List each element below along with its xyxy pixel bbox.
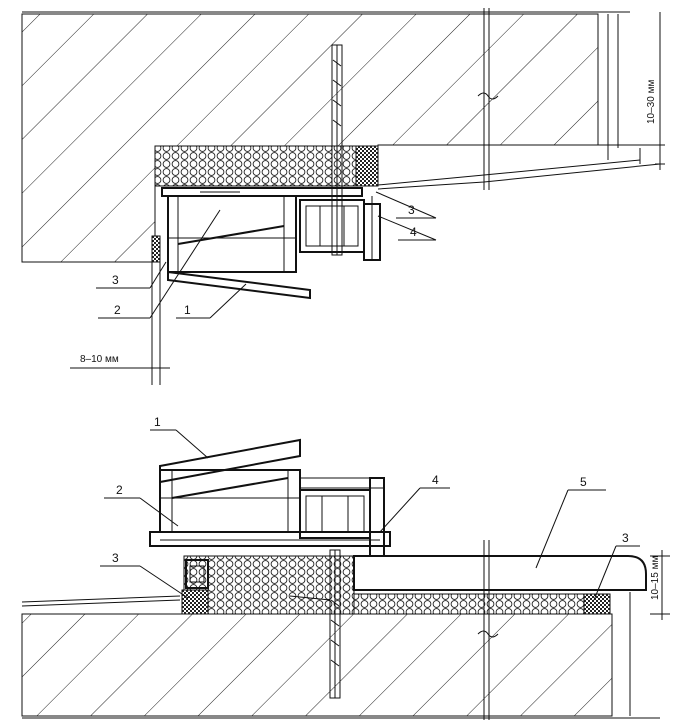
anchor-top [331, 44, 343, 256]
top-label-4: 4 [410, 225, 417, 239]
seal-bottom-left [181, 589, 209, 615]
bottom-label-3-right: 3 [622, 531, 629, 545]
frame-profile-bottom [149, 438, 391, 557]
top-dimension-right: 10–30 мм [646, 80, 657, 124]
seal-top-left [151, 235, 161, 263]
foam-top [154, 145, 379, 187]
seal-top-right [355, 145, 379, 187]
bottom-section: 1 2 3 4 5 3 10–15 мм [21, 415, 670, 720]
bottom-label-5: 5 [580, 475, 587, 489]
top-section: 3 2 1 3 4 8–10 мм 10–30 мм [21, 8, 665, 385]
bottom-label-2: 2 [116, 483, 123, 497]
top-dimension-gap: 8–10 мм [80, 354, 119, 365]
bottom-label-4: 4 [432, 473, 439, 487]
foam-bottom-strip [353, 593, 585, 615]
wall-bottom-hatch [21, 613, 613, 717]
bottom-label-1: 1 [154, 415, 161, 429]
anchor-bottom [289, 549, 341, 699]
frame-profile-top [161, 187, 381, 300]
seal-bottom-right [583, 593, 611, 615]
top-label-1: 1 [184, 303, 191, 317]
foam-bottom [183, 555, 355, 615]
top-label-3-left: 3 [112, 273, 119, 287]
bottom-label-3-left: 3 [112, 551, 119, 565]
top-label-2: 2 [114, 303, 121, 317]
wall-top-hatch [21, 13, 599, 263]
window-sill-board [353, 555, 647, 591]
bottom-dimension-right: 10–15 мм [650, 556, 661, 600]
top-label-3-right: 3 [408, 203, 415, 217]
